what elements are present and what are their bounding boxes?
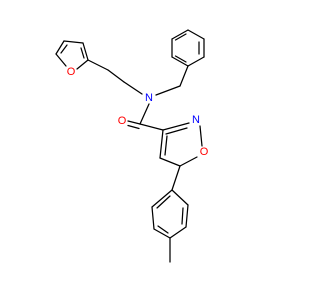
furfuryl-n-bond (123, 81, 143, 95)
furfuryl-ch2-bond (87, 59, 109, 71)
tolyl-ring-bond (171, 189, 189, 206)
benzyl-ch2-bond (179, 65, 189, 87)
tolyl-ring-bond (153, 228, 171, 239)
benzyl-ring-bond (171, 29, 189, 40)
furan-ring-double-bond (80, 47, 85, 59)
furfuryl-ch2-bond (107, 69, 125, 83)
tolyl-ring-bond (151, 206, 155, 230)
isoxazole-ring-double-bond (165, 127, 188, 135)
tolyl-link-bond (171, 165, 181, 191)
carbonyl-bond (127, 120, 141, 125)
amide-bond (139, 103, 150, 125)
furan-ring-bond (63, 40, 84, 44)
benzyl-ring-bond (171, 56, 189, 67)
tolyl-ring-double-bond (181, 207, 184, 225)
benzyl-ring-double-bond (174, 33, 187, 41)
isoxazole-ring-bond (159, 157, 181, 167)
furan-oxygen-label: O (67, 66, 76, 78)
isoxazole-oxygen-label: O (200, 146, 209, 158)
tolyl-ring-double-bond (156, 195, 171, 209)
bond-layer (55, 29, 205, 263)
tolyl-ring-bond (151, 189, 173, 208)
furan-ring-bond (82, 42, 89, 61)
tolyl-ring-double-bond (157, 225, 169, 234)
tolyl-ring-bond (185, 204, 189, 228)
benzyl-n-bond (155, 85, 181, 96)
furan-ring-bond (55, 40, 65, 55)
carbonyl-oxygen-label: O (118, 115, 127, 127)
amide-nitrogen-label: N (145, 92, 153, 104)
benzyl-ring-bond (187, 56, 205, 67)
isoxazole-ring-bond (179, 156, 198, 167)
furan-ring-double-bond (60, 44, 68, 54)
isoxazole-ring-bond (162, 122, 190, 131)
benzyl-ring-double-bond (174, 55, 187, 63)
isoxazole-ring-bond (199, 125, 203, 147)
furan-ring-bond (76, 59, 89, 70)
isoxazole-ring-double-bond (164, 135, 168, 156)
carbonyl-isoxazole-bond (139, 123, 164, 131)
molecule-structure: O N O N O (55, 29, 209, 263)
furan-ring-bond (55, 53, 67, 67)
tolyl-ring-bond (169, 226, 187, 239)
carbonyl-double-bond (127, 124, 140, 130)
isoxazole-ring-bond (159, 129, 164, 159)
benzyl-ring-bond (187, 29, 205, 40)
atom-label-layer: O N O N O (67, 66, 209, 158)
isoxazole-nitrogen-label: N (192, 114, 200, 126)
